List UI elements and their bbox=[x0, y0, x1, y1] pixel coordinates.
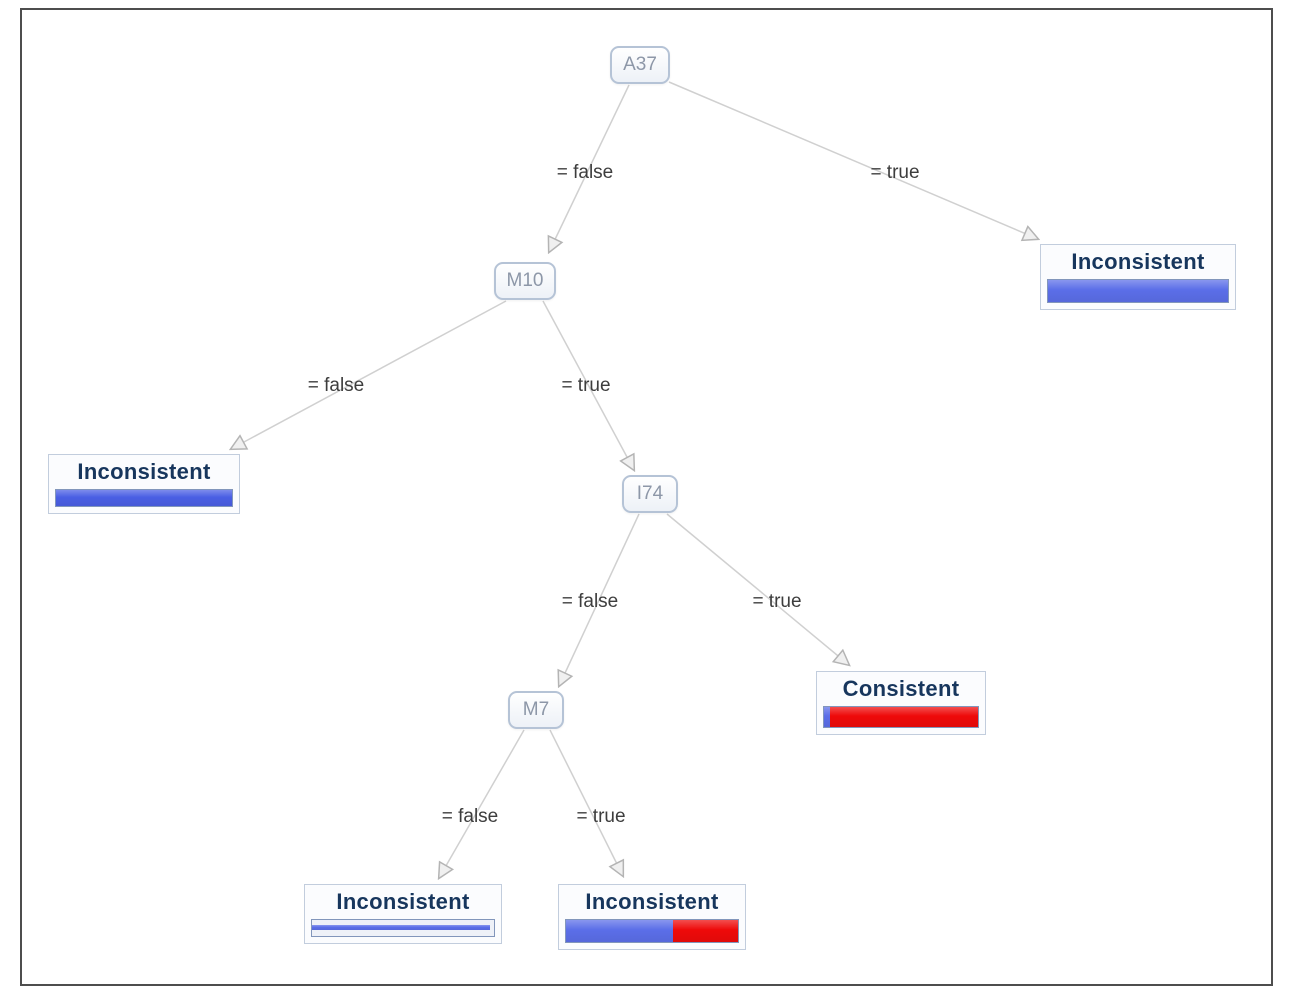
class-distribution-bar bbox=[565, 918, 739, 943]
edge-label-i74-false: = false bbox=[561, 591, 619, 612]
leaf-class-label: Inconsistent bbox=[585, 889, 719, 914]
node-label: M10 bbox=[506, 270, 544, 291]
edge-label-i74-true: = true bbox=[752, 591, 802, 612]
leaf-a37-true[interactable]: Inconsistent bbox=[1040, 244, 1236, 310]
edge-label-a37-true: = true bbox=[870, 162, 920, 183]
node-label: A37 bbox=[623, 54, 657, 75]
edge-label-m10-false: = false bbox=[307, 375, 365, 396]
leaf-class-label: Inconsistent bbox=[77, 459, 211, 484]
class-distribution-bar bbox=[55, 488, 233, 507]
edge-label-m7-false: = false bbox=[441, 806, 499, 827]
tree-node-m10[interactable]: M10 bbox=[494, 262, 556, 300]
leaf-m7-true[interactable]: Inconsistent bbox=[558, 884, 746, 950]
leaf-m7-false[interactable]: Inconsistent bbox=[304, 884, 502, 944]
leaf-class-label: Inconsistent bbox=[1071, 249, 1205, 274]
tree-node-m7[interactable]: M7 bbox=[508, 691, 564, 729]
leaf-m10-false[interactable]: Inconsistent bbox=[48, 454, 240, 514]
class-distribution-bar bbox=[1047, 278, 1229, 303]
edge-label-m10-true: = true bbox=[561, 375, 611, 396]
leaf-class-label: Inconsistent bbox=[336, 889, 470, 914]
tree-node-a37[interactable]: A37 bbox=[610, 46, 670, 84]
edge-label-a37-false: = false bbox=[556, 162, 614, 183]
node-label: M7 bbox=[522, 699, 550, 720]
class-distribution-bar bbox=[823, 705, 979, 728]
tree-node-i74[interactable]: I74 bbox=[622, 475, 678, 513]
leaf-i74-true[interactable]: Consistent bbox=[816, 671, 986, 735]
class-distribution-bar bbox=[311, 918, 495, 937]
node-label: I74 bbox=[636, 483, 664, 504]
edge-label-m7-true: = true bbox=[576, 806, 626, 827]
leaf-class-label: Consistent bbox=[842, 676, 960, 701]
